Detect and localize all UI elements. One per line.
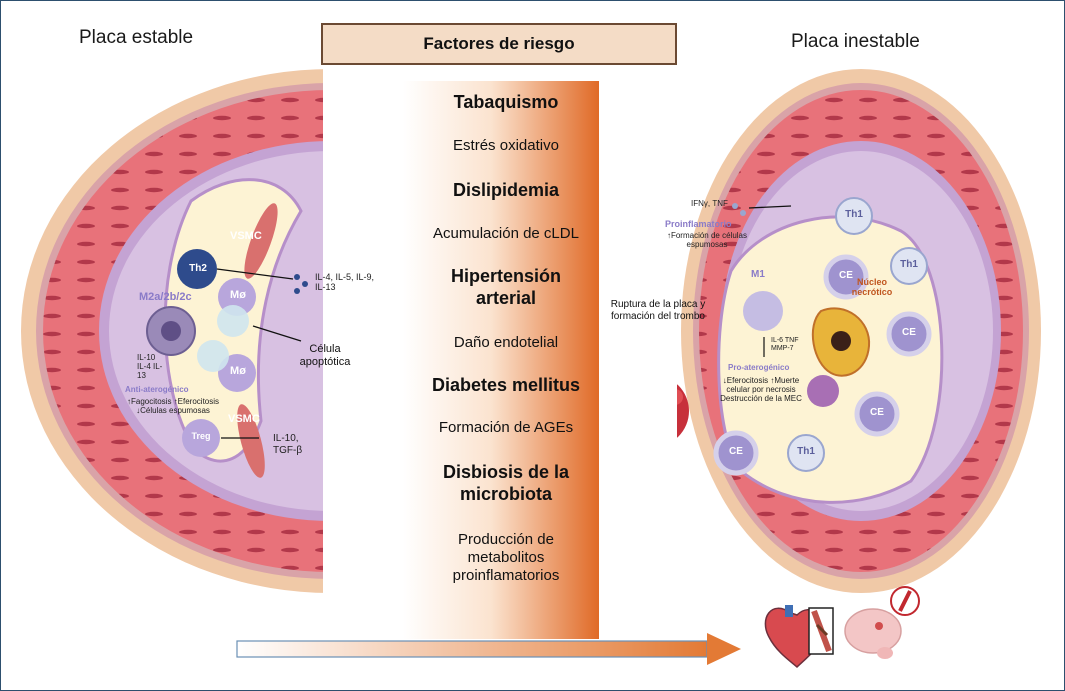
risk-factor-title-2: Dislipidemia: [452, 180, 560, 200]
risk-factor-title-3: Hipertensión arterial: [450, 266, 561, 308]
macrophage-cell-2: [218, 354, 256, 392]
ifn-cytokines: IFNγ, TNF: [691, 199, 728, 208]
ifn-arrow: [748, 205, 792, 209]
th1-cell-bottom: [787, 434, 825, 472]
pro-atherogenic-label: Pro-aterogénico: [728, 363, 790, 372]
m2-nucleus: [161, 321, 181, 341]
th1-label-mid: Th1: [900, 259, 918, 270]
m1-label: M1: [751, 269, 765, 280]
anti-effects: ↑Fagocitosis ↑Eferocitosis ↓Células espu…: [126, 397, 220, 415]
risk-factor-effect-4: Formación de AGEs: [438, 419, 574, 436]
th2-arrow: [216, 268, 294, 280]
m2-cytokines: IL-10 IL-4 IL-13: [137, 353, 163, 380]
foam-cell-label-2: CE: [902, 327, 916, 338]
right-title: Placa inestable: [791, 31, 920, 52]
apoptotic-macrophage: [807, 375, 839, 407]
artery-icon: [808, 607, 834, 655]
proinflammatory-effect: ↑Formación de células espumosas: [666, 231, 748, 249]
m1-cytokines: IL-6 TNF MMP-7: [771, 337, 799, 352]
left-vsmc-bottom-shape: [237, 404, 265, 478]
foam-cell-label-1: CE: [839, 270, 853, 281]
risk-factor-title-5: Disbiosis de la microbiota: [442, 462, 570, 504]
foam-cell-4: [713, 430, 759, 476]
risk-factor-title-1: Tabaquismo: [453, 92, 559, 112]
proinflammatory-label: Proinflamatorio: [665, 219, 732, 229]
th1-cell-mid: [890, 247, 928, 285]
treg-cell: [182, 419, 220, 457]
treg-label: Treg: [191, 431, 211, 441]
apoptotic-cell-label: Célula apoptótica: [299, 343, 351, 368]
macrophage-label-1: Mø: [230, 289, 246, 301]
apoptotic-cell-2: [197, 340, 229, 372]
vessel-rupture-icon: [890, 586, 920, 616]
rupture-label: Ruptura de la placa y formación del trom…: [610, 299, 706, 322]
th1-label-bottom: Th1: [797, 446, 815, 457]
th1-label-top: Th1: [845, 209, 863, 220]
foam-cell-label-4: CE: [729, 446, 743, 457]
macrophage-label-2: Mø: [230, 365, 246, 377]
pro-atherogenic-effects: ↓Eferocitosis ↑Muerte celular por necros…: [720, 376, 802, 403]
m1-macrophage: [743, 291, 783, 331]
progression-arrow: [236, 633, 741, 665]
vsmc-bottom-label: VSMC: [228, 413, 260, 425]
th2-cytokines: IL-4, IL-5, IL-9, IL-13: [315, 272, 375, 292]
left-vsmc-top-shape: [244, 203, 278, 279]
necrotic-core-label: Núcleo necrótico: [851, 277, 893, 297]
foam-cell-1: [823, 254, 869, 300]
m2-label: M2a/2b/2c: [139, 291, 192, 303]
foam-cell-label-3: CE: [870, 407, 884, 418]
th1-cell-top: [835, 197, 873, 235]
foam-cell-2: [886, 311, 932, 357]
foam-cell-3: [854, 391, 900, 437]
left-title: Placa estable: [79, 27, 194, 48]
apoptotic-cell-1: [217, 305, 249, 337]
th2-cell: [177, 249, 217, 289]
brain-icon: [844, 608, 902, 659]
right-vessel: [617, 69, 1041, 593]
anti-atherogenic-label: Anti-aterogénico: [125, 385, 189, 394]
risk-factor-effect-2: Acumulación de cLDL: [433, 225, 579, 242]
vsmc-top-label: VSMC: [230, 230, 262, 242]
apoptotic-arrow: [252, 325, 302, 342]
treg-cytokines: IL-10, TGF-β: [273, 433, 303, 456]
risk-factor-effect-3: Daño endotelial: [453, 334, 559, 351]
th2-label: Th2: [189, 263, 207, 274]
risk-factor-effect-5: Producción de metabolitos proinflamatori…: [452, 531, 560, 584]
header-box: Factores de riesgo: [321, 23, 677, 65]
risk-factor-title-4: Diabetes mellitus: [431, 375, 581, 395]
risk-gradient-band: [403, 81, 599, 639]
risk-factor-effect-1: Estrés oxidativo: [453, 137, 559, 154]
